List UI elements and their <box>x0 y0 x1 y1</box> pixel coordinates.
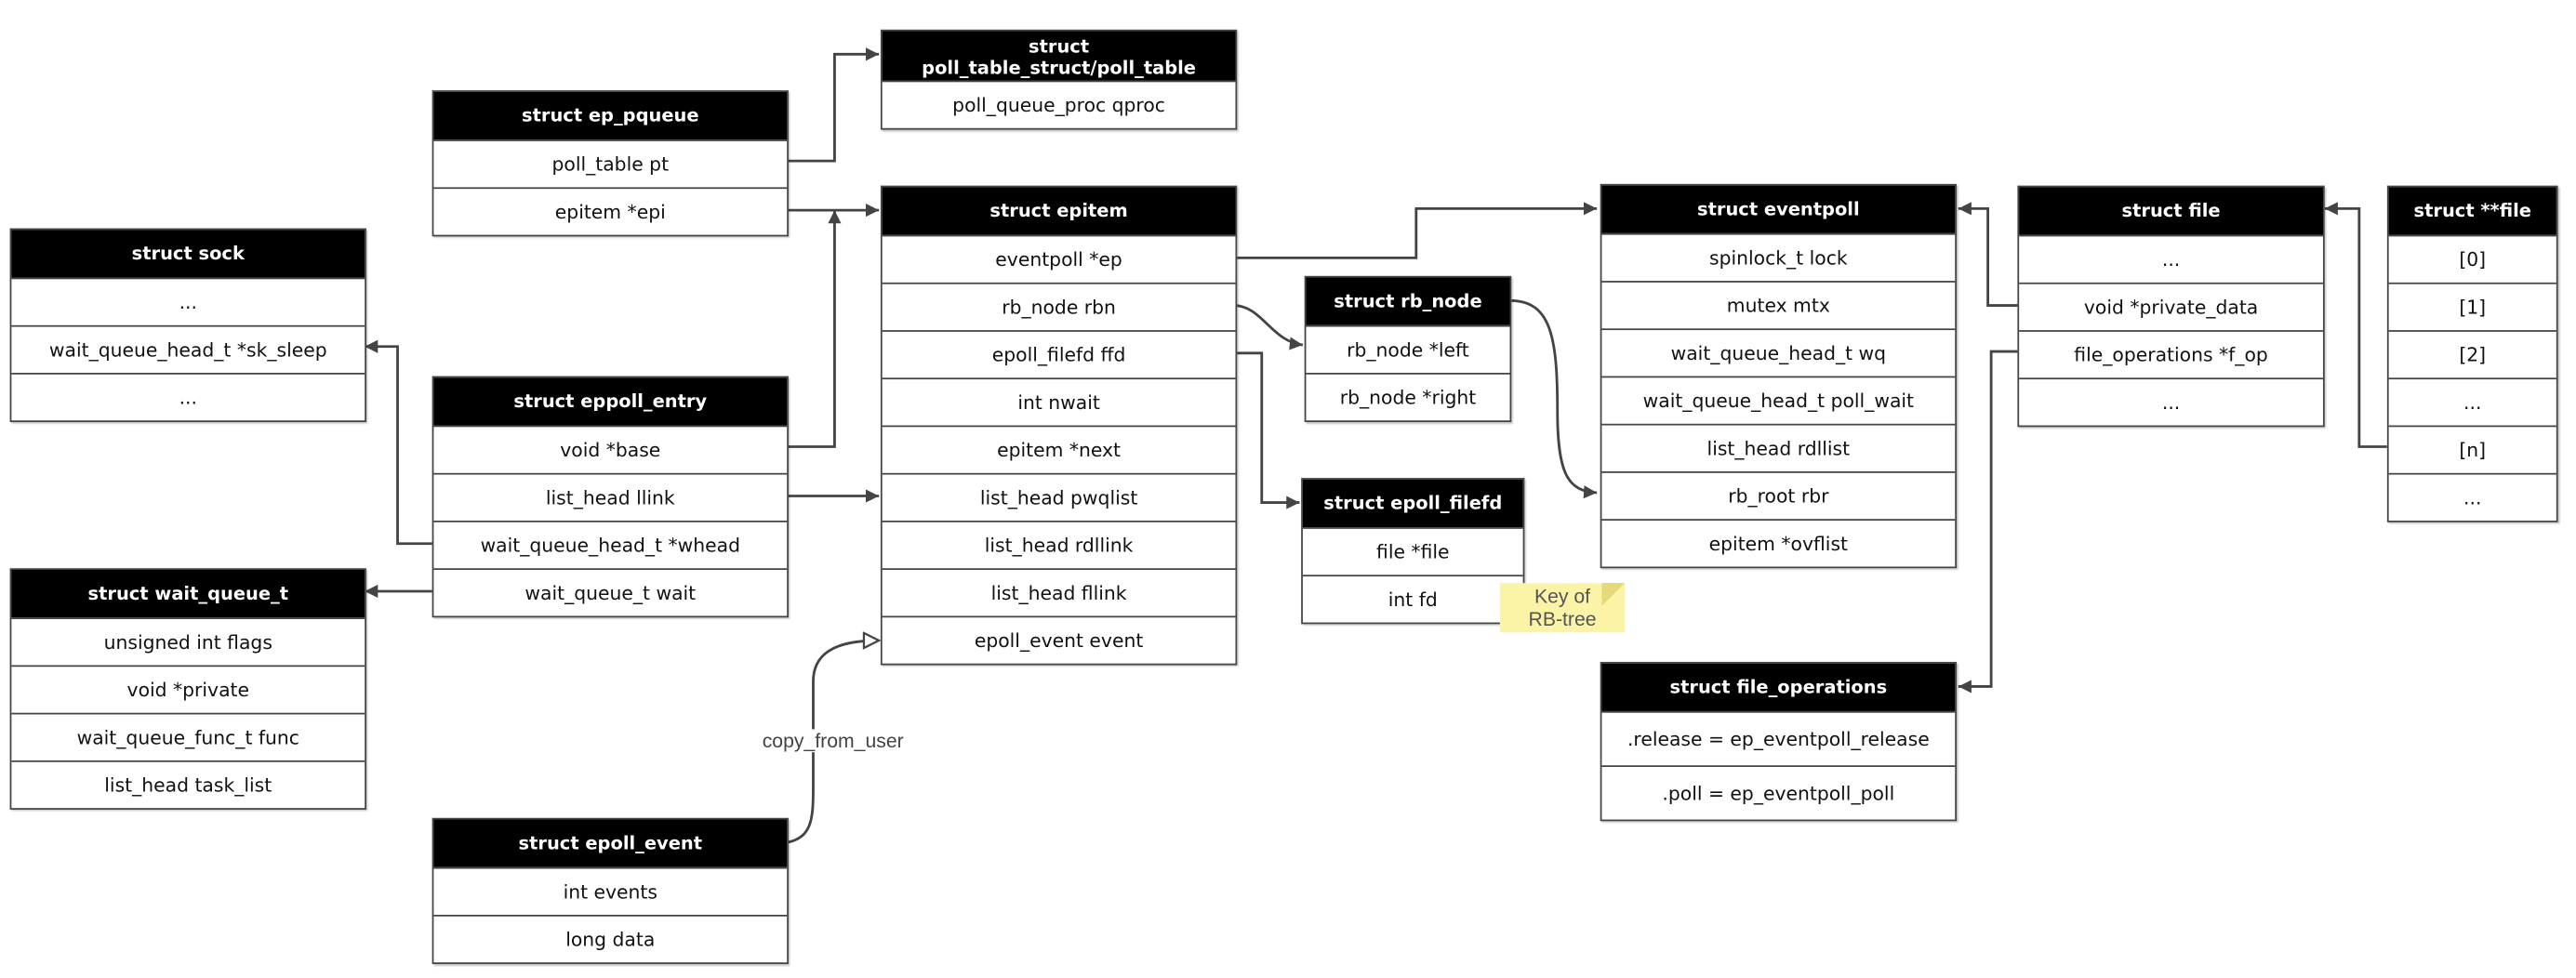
eppoll-entry-field-base: void *base <box>433 425 788 473</box>
sock-title: struct sock <box>11 230 365 278</box>
wait-queue-t-field-task-list: list_head task_list <box>11 760 365 808</box>
arrow-copy-from-user <box>786 641 879 844</box>
sock-struct: struct sock ... wait_queue_head_t *sk_sl… <box>9 228 366 423</box>
wait-queue-t-field-flags: unsigned int flags <box>11 617 365 665</box>
eventpoll-field-lock: spinlock_t lock <box>1601 232 1956 281</box>
file-array-index-0: [0] <box>2388 234 2556 283</box>
eppoll-entry-field-llink: list_head llink <box>433 472 788 521</box>
copy-from-user-label: copy_from_user <box>759 729 908 753</box>
epoll-filefd-struct: struct epoll_filefd file *file int fd <box>1301 478 1525 625</box>
sock-field-sk-sleep: wait_queue_head_t *sk_sleep <box>11 324 365 373</box>
eppoll-entry-title: struct eppoll_entry <box>433 377 788 426</box>
epoll-event-title: struct epoll_event <box>433 819 788 867</box>
note-line1: Key of <box>1534 584 1591 608</box>
epitem-field-event: epoll_event event <box>882 615 1236 663</box>
rb-node-field-right: rb_node *right <box>1306 373 1510 420</box>
arrow-base-to-epitem <box>787 210 842 448</box>
file-title: struct file <box>2019 187 2323 235</box>
epitem-title: struct epitem <box>882 187 1236 235</box>
file-array-ellipsis-1: ... <box>2388 377 2556 425</box>
eventpoll-field-rbr: rb_root rbr <box>1601 471 1956 519</box>
eppoll-entry-field-whead: wait_queue_head_t *whead <box>433 521 788 568</box>
ep-pqueue-field-pt: poll_table pt <box>433 139 788 187</box>
sock-field-2: ... <box>11 373 365 420</box>
eventpoll-field-mtx: mutex mtx <box>1601 281 1956 328</box>
epitem-field-ep: eventpoll *ep <box>882 234 1236 283</box>
file-array-index-2: [2] <box>2388 330 2556 377</box>
epoll-event-struct: struct epoll_event int events long data <box>432 817 789 964</box>
eventpoll-field-ovflist: epitem *ovflist <box>1601 519 1956 566</box>
file-array-index-1: [1] <box>2388 282 2556 330</box>
file-array-struct: struct **file [0] [1] [2] ... [n] ... <box>2386 185 2558 522</box>
arrow-f-op-to-file-operations <box>1958 350 2020 694</box>
file-struct: struct file ... void *private_data file_… <box>2017 185 2325 428</box>
epitem-struct: struct epitem eventpoll *ep rb_node rbn … <box>880 185 1238 666</box>
ep-pqueue-field-epi: epitem *epi <box>433 187 788 234</box>
epitem-field-pwqlist: list_head pwqlist <box>882 472 1236 521</box>
epoll-filefd-field-fd: int fd <box>1302 575 1523 622</box>
file-field-private-data: void *private_data <box>2019 282 2323 330</box>
arrow-rb-node-to-rbr <box>1509 298 1598 499</box>
file-operations-field-poll: .poll = ep_eventpoll_poll <box>1601 765 1956 819</box>
epitem-field-ffd: epoll_filefd ffd <box>882 330 1236 377</box>
epitem-field-nwait: int nwait <box>882 377 1236 425</box>
note-line2: RB-tree <box>1528 607 1597 631</box>
wait-queue-t-field-func: wait_queue_func_t func <box>11 712 365 760</box>
eppoll-entry-struct: struct eppoll_entry void *base list_head… <box>432 376 789 618</box>
epoll-event-field-data: long data <box>433 914 788 962</box>
file-operations-struct: struct file_operations .release = ep_eve… <box>1600 661 1958 822</box>
epitem-field-rbn: rb_node rbn <box>882 282 1236 330</box>
poll-table-title: struct poll_table_struct/poll_table <box>882 31 1236 81</box>
note-fold-icon <box>1601 583 1626 606</box>
eppoll-entry-field-wait: wait_queue_t wait <box>433 568 788 615</box>
poll-table-field-qproc: poll_queue_proc qproc <box>882 80 1236 128</box>
arrow-ffd-to-epoll-filefd <box>1233 351 1300 509</box>
epoll-event-field-events: int events <box>433 866 788 915</box>
eventpoll-field-poll-wait: wait_queue_head_t poll_wait <box>1601 376 1956 424</box>
rb-node-struct: struct rb_node rb_node *left rb_node *ri… <box>1304 275 1512 423</box>
poll-table-title-line2: poll_table_struct/poll_table <box>922 57 1196 79</box>
arrow-ep-to-eventpoll <box>1233 202 1598 259</box>
arrow-fd-n-to-file <box>2324 202 2387 448</box>
arrow-pt-to-poll-table <box>787 47 880 163</box>
file-field-f-op: file_operations *f_op <box>2019 330 2323 377</box>
eventpoll-title: struct eventpoll <box>1601 185 1956 233</box>
ep-pqueue-title: struct ep_pqueue <box>433 91 788 140</box>
file-operations-title: struct file_operations <box>1601 663 1956 711</box>
eventpoll-field-wq: wait_queue_head_t wq <box>1601 328 1956 376</box>
ep-pqueue-struct: struct ep_pqueue poll_table pt epitem *e… <box>432 90 789 237</box>
eventpoll-struct: struct eventpoll spinlock_t lock mutex m… <box>1600 183 1958 569</box>
poll-table-title-line1: struct <box>1029 35 1090 58</box>
epitem-field-rdllink: list_head rdllink <box>882 521 1236 568</box>
wait-queue-t-title: struct wait_queue_t <box>11 570 365 618</box>
file-array-title: struct **file <box>2388 187 2556 235</box>
rb-node-title: struct rb_node <box>1306 277 1510 325</box>
epitem-field-fllink: list_head fllink <box>882 568 1236 615</box>
arrow-rbn-to-rb-node <box>1233 304 1304 350</box>
file-array-index-n: [n] <box>2388 425 2556 473</box>
eventpoll-field-rdllist: list_head rdllist <box>1601 423 1956 471</box>
arrow-private-data-to-eventpoll <box>1958 202 2020 308</box>
rb-tree-key-note: Key of RB-tree <box>1499 583 1626 633</box>
epitem-field-next: epitem *next <box>882 425 1236 473</box>
wait-queue-t-field-private: void *private <box>11 665 365 712</box>
file-field-0: ... <box>2019 234 2323 283</box>
arrow-whead-to-sk-sleep <box>365 339 434 546</box>
file-array-ellipsis-2: ... <box>2388 472 2556 521</box>
file-field-3: ... <box>2019 377 2323 425</box>
file-operations-field-release: .release = ep_eventpoll_release <box>1601 710 1956 765</box>
sock-field-0: ... <box>11 277 365 325</box>
wait-queue-t-struct: struct wait_queue_t unsigned int flags v… <box>9 568 366 810</box>
epoll-filefd-field-file: file *file <box>1302 527 1523 575</box>
epoll-filefd-title: struct epoll_filefd <box>1302 479 1523 528</box>
rb-node-field-left: rb_node *left <box>1306 324 1510 373</box>
poll-table-struct: struct poll_table_struct/poll_table poll… <box>880 29 1238 130</box>
